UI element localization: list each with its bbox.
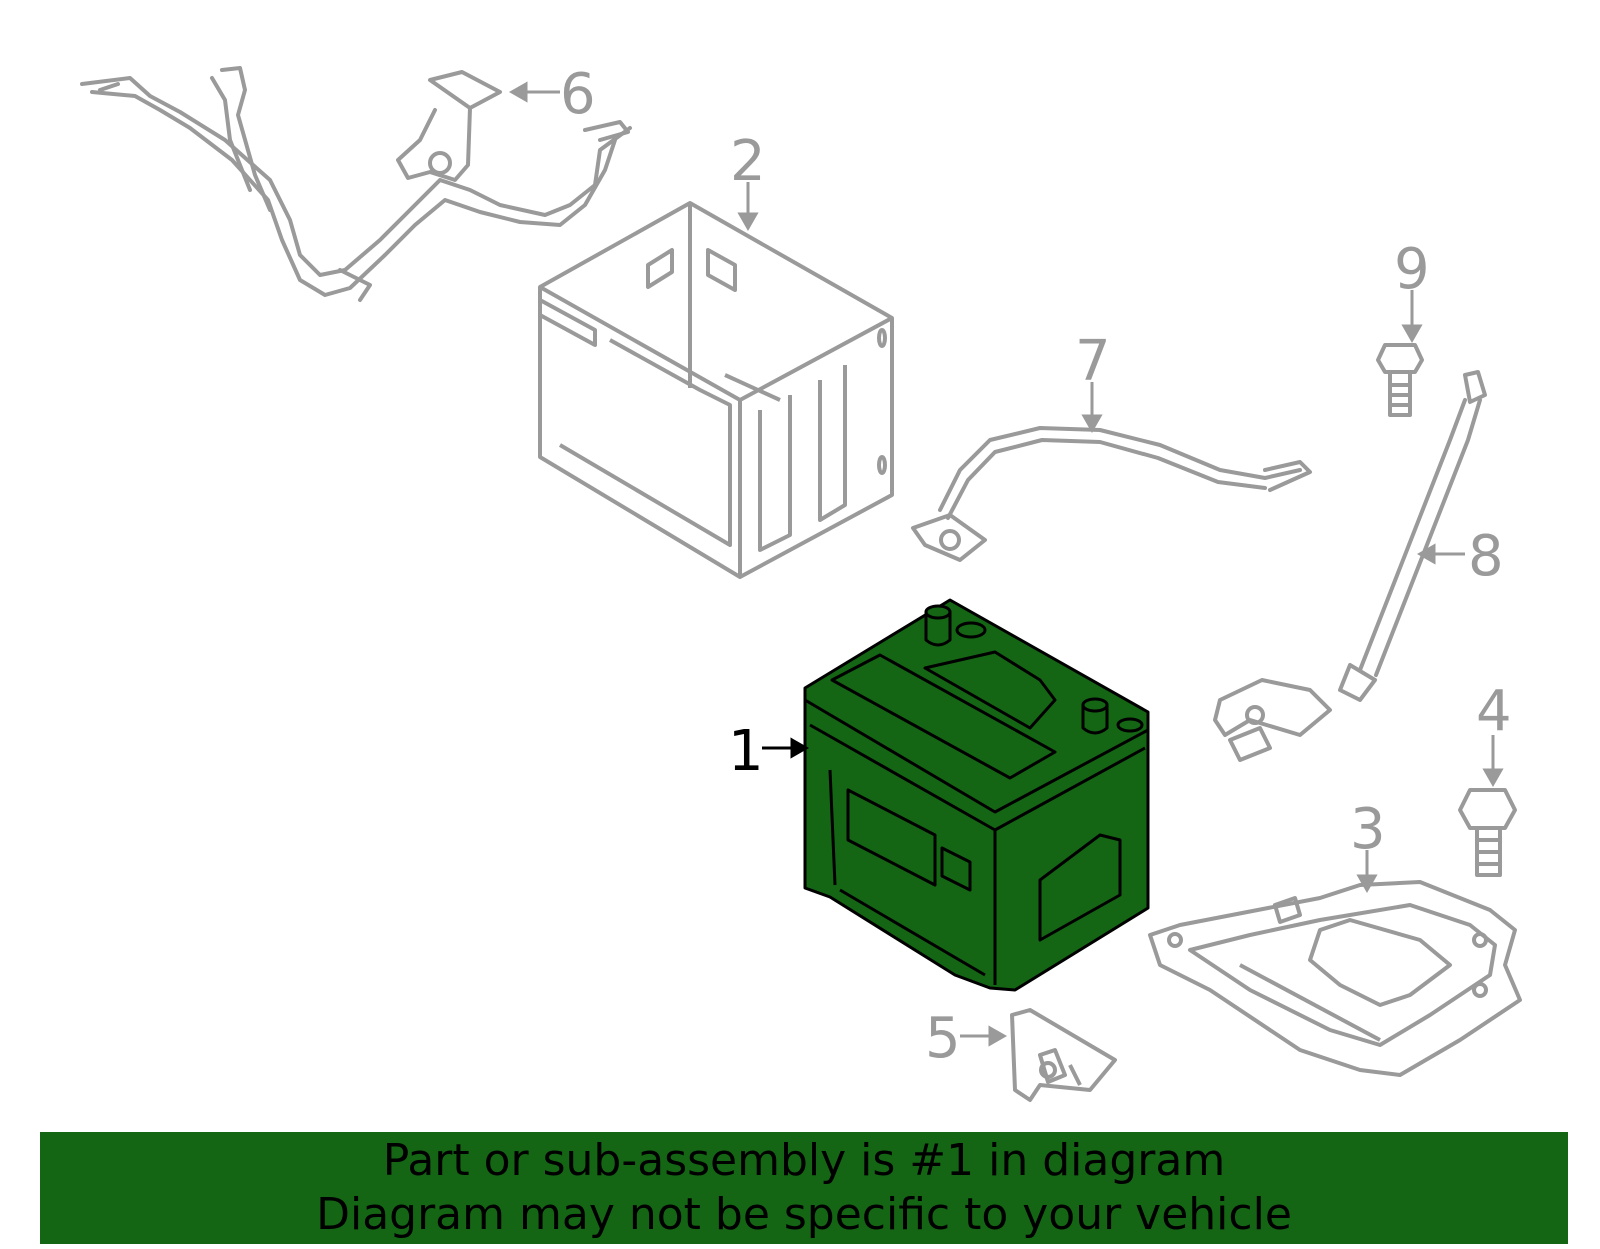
part-4-bolt[interactable] bbox=[1458, 788, 1517, 877]
callout-1: 1 bbox=[728, 719, 764, 784]
part-9-bolt[interactable] bbox=[1376, 343, 1424, 417]
part-5-hold-down-clamp[interactable] bbox=[1010, 1008, 1117, 1102]
leader-arrows bbox=[508, 81, 1504, 1047]
callout-6: 6 bbox=[560, 62, 596, 127]
callout-5: 5 bbox=[925, 1006, 961, 1071]
callout-9: 9 bbox=[1394, 237, 1430, 302]
callout-2: 2 bbox=[730, 129, 766, 194]
part-8-ground-cable[interactable] bbox=[1213, 370, 1487, 762]
banner-line-1: Part or sub-assembly is #1 in diagram bbox=[382, 1135, 1226, 1186]
part-1-battery-highlighted[interactable] bbox=[803, 598, 1150, 992]
info-banner: Part or sub-assembly is #1 in diagram Di… bbox=[40, 1132, 1568, 1244]
banner-line-2: Diagram may not be specific to your vehi… bbox=[316, 1189, 1292, 1240]
callout-8: 8 bbox=[1468, 524, 1504, 589]
callout-7: 7 bbox=[1075, 329, 1111, 394]
callout-4: 4 bbox=[1476, 679, 1512, 744]
callout-3: 3 bbox=[1350, 797, 1386, 862]
part-7-battery-cable[interactable] bbox=[911, 426, 1312, 562]
part-2-battery-tray[interactable] bbox=[538, 201, 894, 579]
part-6-wiring-harness[interactable] bbox=[80, 66, 632, 302]
part-3-mounting-plate[interactable] bbox=[1148, 880, 1522, 1077]
